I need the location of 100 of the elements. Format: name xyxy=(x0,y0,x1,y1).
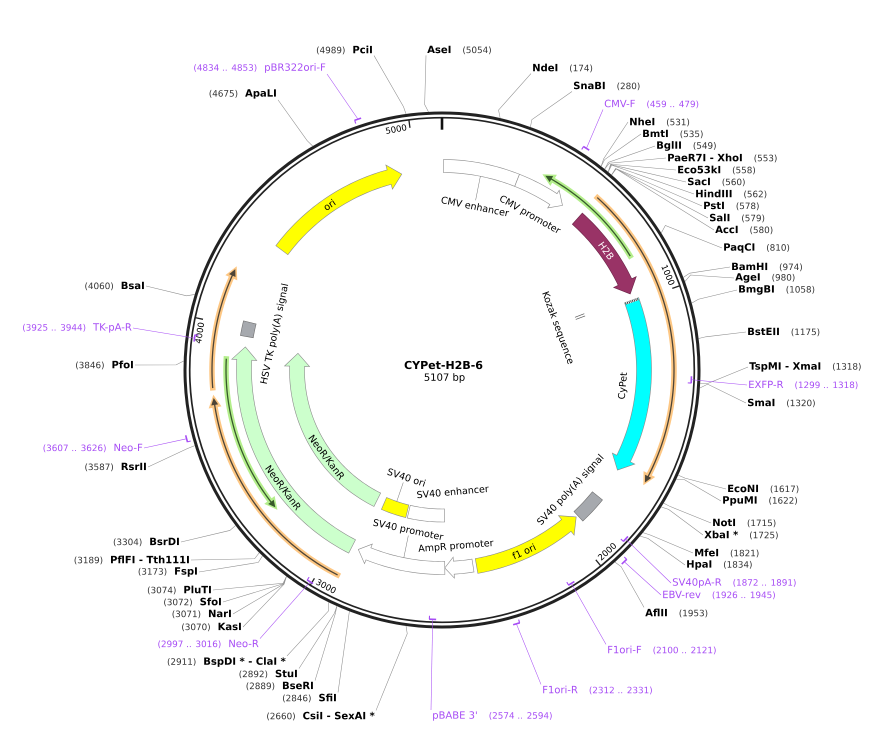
leader-line xyxy=(314,606,338,681)
leader-line xyxy=(692,380,748,386)
primer-mark xyxy=(184,435,191,442)
enzyme-site-label: PstI (578) xyxy=(704,202,759,210)
feature-label: CyPet xyxy=(618,372,628,399)
primer-mark xyxy=(566,580,575,586)
enzyme-site-label: BglII (549) xyxy=(657,141,716,151)
enzyme-site-label: (3072) SfoI xyxy=(164,598,221,606)
leader-line xyxy=(134,360,184,366)
leader-line xyxy=(424,55,429,112)
leader-line xyxy=(298,606,338,669)
leader-line xyxy=(498,73,532,118)
leader-line xyxy=(148,445,196,468)
primer-label: F1ori-F (2100 .. 2121) xyxy=(608,646,716,654)
enzyme-site-label: (4675) ApaLI xyxy=(210,89,276,99)
primer-mark xyxy=(354,117,362,124)
leader-line xyxy=(338,611,350,693)
enzyme-site-label: (4989) PciI xyxy=(316,46,372,54)
leader-line xyxy=(660,506,704,536)
enzyme-site-label: AflII (1953) xyxy=(645,608,708,618)
leader-line xyxy=(611,168,702,206)
leader-line xyxy=(190,552,260,560)
leader-line xyxy=(608,164,676,172)
primer-mark xyxy=(688,376,692,384)
leader-line xyxy=(698,332,746,339)
enzyme-site-label: SnaBI (280) xyxy=(574,82,640,90)
leader-line xyxy=(430,620,433,710)
primer-label: CMV-F (459 .. 479) xyxy=(604,100,698,108)
enzyme-site-label: HindIII (562) xyxy=(696,190,766,198)
scale-number: 4000 xyxy=(195,322,204,344)
leader-line xyxy=(600,134,642,167)
enzyme-site-label: NotI (1715) xyxy=(713,518,776,528)
enzyme-site-label: (2889) BseRI xyxy=(246,682,313,690)
enzyme-site-label: PaeR7I - XhoI (553) xyxy=(668,154,777,162)
primer-label: (4834 .. 4853) pBR322ori-F xyxy=(194,63,326,73)
leader-line xyxy=(374,55,406,114)
enzyme-site-label: (2911) BspDI * - ClaI * xyxy=(168,657,286,667)
leader-line xyxy=(678,474,726,490)
leader-line xyxy=(132,328,194,338)
enzyme-site-label: EcoNI (1617) xyxy=(728,484,798,494)
enzyme-site-label: (3071) NarI xyxy=(172,610,231,618)
scale-number: 1000 xyxy=(662,264,674,285)
leader-line xyxy=(286,602,330,656)
primer-label: (3925 .. 3944) TK-pA-R xyxy=(23,323,132,333)
enzyme-site-label: PaqCI (810) xyxy=(724,243,790,253)
plasmid-size: 5107 bp xyxy=(424,373,465,383)
feature-label: SV40 enhancer xyxy=(417,486,489,498)
leader-line xyxy=(180,525,236,542)
enzyme-site-label: SacI (560) xyxy=(688,178,745,186)
leader-line xyxy=(642,532,694,554)
leader-line xyxy=(144,438,186,448)
primer-label: (3607 .. 3626) Neo-F xyxy=(43,444,142,452)
enzyme-site-label: XbaI * (1725) xyxy=(704,530,778,540)
enzyme-site-label: BamHI (974) xyxy=(732,262,802,272)
enzyme-site-label: (2892) StuI xyxy=(239,670,297,678)
primer-mark xyxy=(512,619,520,626)
primer-mark xyxy=(621,556,628,565)
leader-line xyxy=(624,562,662,596)
enzyme-site-label: (3587) RsrII xyxy=(85,462,146,472)
leader-line xyxy=(604,158,666,170)
enzyme-site-label: (2846) SfiI xyxy=(282,694,336,702)
primer-mark xyxy=(620,536,629,542)
scale-number: 5000 xyxy=(386,124,406,134)
enzyme-site-label: SalI (579) xyxy=(710,214,764,222)
leader-line xyxy=(376,626,408,711)
primer-mark xyxy=(306,576,314,584)
enzyme-site-label: TspMI - XmaI (1318) xyxy=(749,362,861,372)
enzyme-site-label: HpaI (1834) xyxy=(687,560,752,570)
primer-mark xyxy=(193,334,198,342)
leader-line xyxy=(640,536,686,566)
primer-mark xyxy=(581,146,590,151)
enzyme-site-label: (3173) FspI xyxy=(138,567,197,577)
leader-line xyxy=(212,576,287,590)
primer-label: F1ori-R (2312 .. 2331) xyxy=(543,686,652,694)
leader-line xyxy=(586,109,604,148)
enzyme-site-label: (3846) PfoI xyxy=(76,360,133,370)
leader-line xyxy=(614,562,644,608)
enzyme-site-label: AseI (5054) xyxy=(427,46,491,54)
enzyme-site-label: Eco53kI (558) xyxy=(678,166,756,174)
leader-line xyxy=(626,539,672,584)
leader-line xyxy=(146,286,196,296)
enzyme-site-label: (3070) KasI xyxy=(182,622,241,632)
leader-line xyxy=(691,290,738,304)
leader-line xyxy=(198,556,263,572)
enzyme-site-label: MfeI (1821) xyxy=(695,548,759,558)
leader-line xyxy=(278,100,314,146)
enzyme-site-label: (2660) CsiI - SexAI * xyxy=(267,712,375,720)
leader-line xyxy=(676,478,722,502)
leader-line xyxy=(683,266,730,278)
leader-line xyxy=(663,502,712,524)
leader-line xyxy=(222,576,287,602)
primer-mark xyxy=(428,616,436,620)
enzyme-site-label: PpuMI (1622) xyxy=(723,496,797,506)
leader-line xyxy=(608,164,694,194)
leader-line xyxy=(611,168,714,230)
enzyme-site-label: NdeI (174) xyxy=(533,64,592,72)
primer-label: pBABE 3' (2574 .. 2594) xyxy=(433,711,552,721)
primer-label: (2997 .. 3016) Neo-R xyxy=(158,640,259,648)
leader-line xyxy=(604,146,656,170)
leader-line xyxy=(700,366,748,384)
